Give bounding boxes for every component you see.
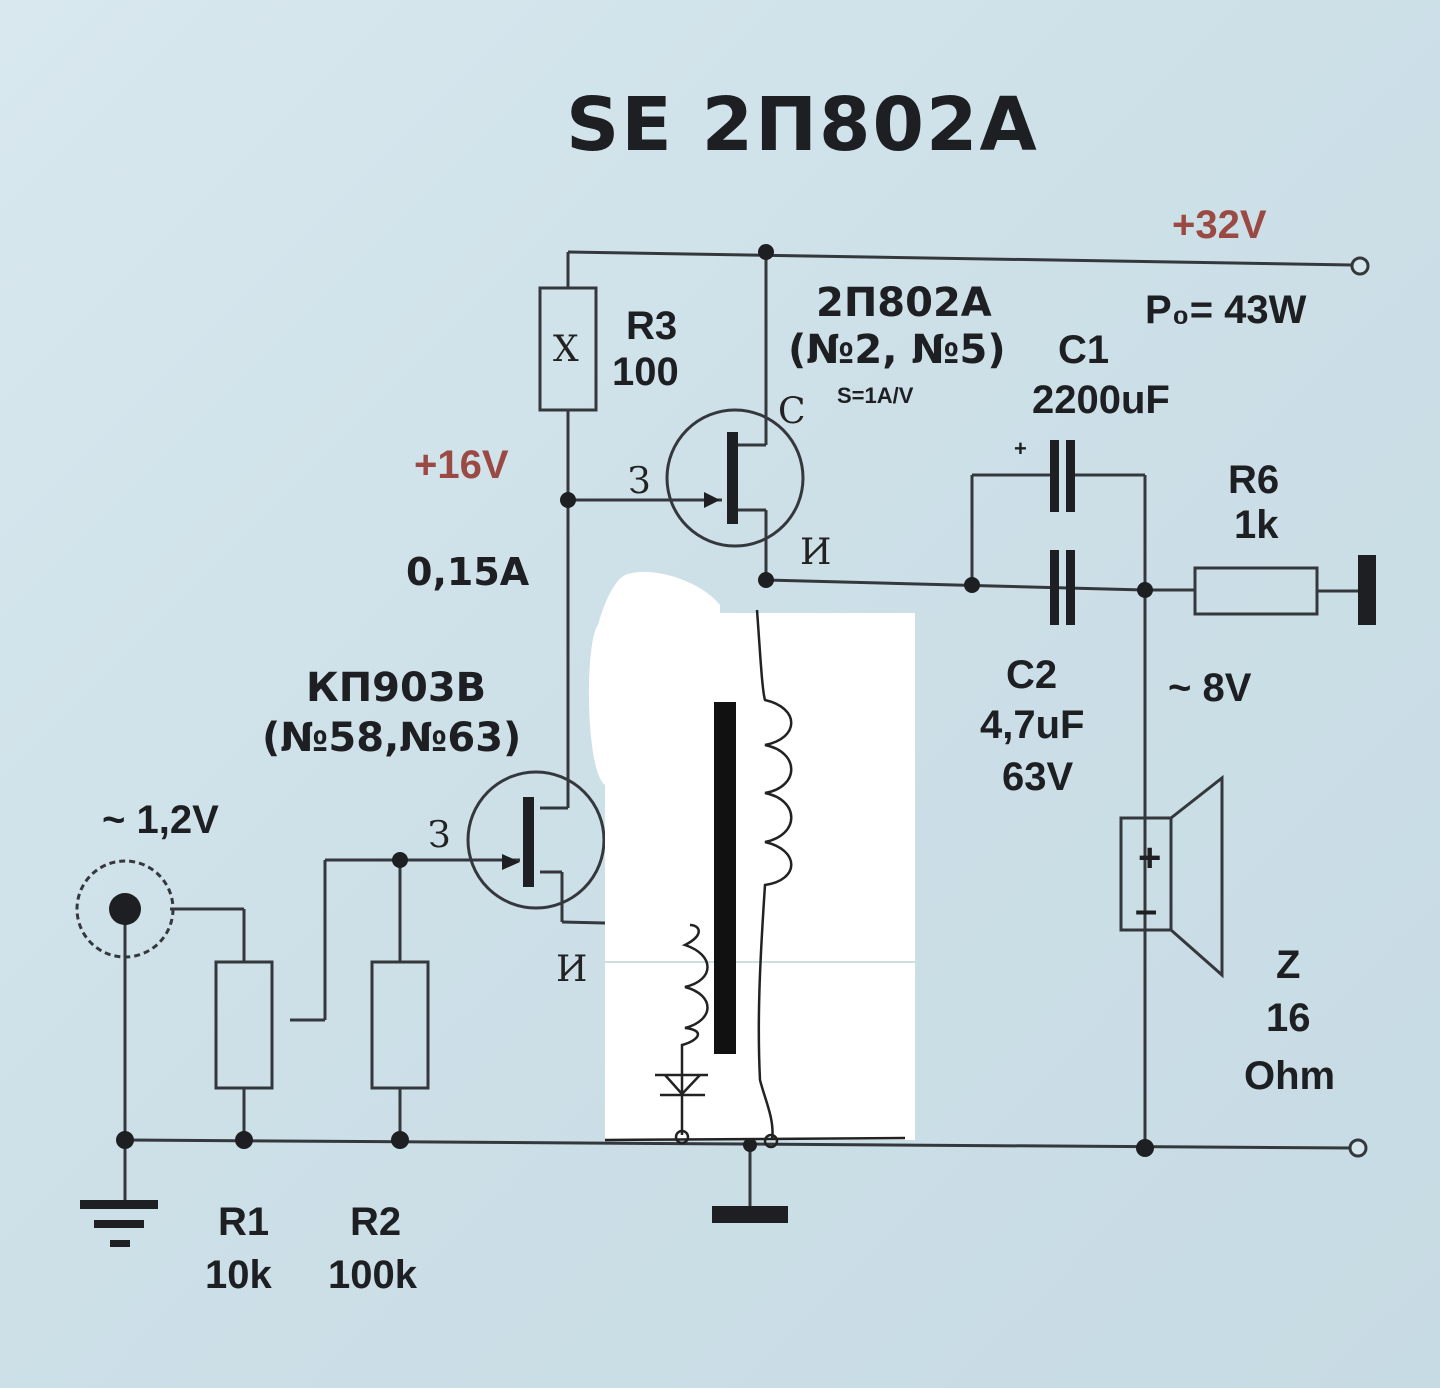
output-power-label: P₀= 43W — [1145, 288, 1307, 332]
q-input-body — [466, 770, 606, 910]
r1-name: R1 — [218, 1200, 270, 1244]
q-input-source-mark: И — [556, 949, 588, 990]
c1-polarity: + — [1014, 436, 1027, 461]
output-voltage-label: ~ 8V — [1168, 666, 1252, 710]
q-output-type: 2П802А — [816, 280, 992, 326]
r1-value: 10k — [205, 1253, 272, 1297]
q-output-param: S=1A/V — [837, 383, 914, 408]
ground-terminal — [1348, 1138, 1368, 1158]
output-wire — [765, 578, 1146, 592]
q-output-gate-mark: З — [628, 461, 651, 502]
speaker-minus: – — [1135, 888, 1158, 932]
c2-name: C2 — [1006, 653, 1058, 697]
c1-name: C1 — [1058, 328, 1110, 372]
supply-terminal — [1350, 256, 1370, 276]
r2-body — [370, 960, 430, 1090]
speaker-plus: + — [1138, 836, 1162, 880]
q-output-ids: (№2, №5) — [788, 327, 1006, 373]
diagram-title: SE 2П802А — [566, 82, 1039, 168]
ground-rail — [124, 1138, 1353, 1150]
speaker-name: Z — [1276, 943, 1301, 987]
q-output-body — [665, 408, 805, 548]
q-output-drain-mark: С — [778, 391, 806, 432]
speaker-body — [1119, 816, 1173, 932]
r2-name: R2 — [350, 1200, 402, 1244]
r2-value: 100k — [328, 1253, 417, 1297]
current-label: 0,15А — [406, 550, 530, 594]
r3-value: 100 — [612, 350, 679, 394]
r6-body — [1193, 566, 1319, 616]
r6-name: R6 — [1228, 458, 1280, 502]
r6-value: 1k — [1234, 503, 1279, 547]
supply-voltage-label: +32V — [1172, 203, 1267, 247]
speaker-cone — [1170, 774, 1224, 979]
handdrawn-patch — [588, 571, 915, 1149]
speaker-impedance: 16 — [1266, 996, 1311, 1040]
r1-body — [214, 960, 274, 1090]
r3-symbol: X — [553, 329, 579, 370]
q-output-source-mark: И — [800, 532, 832, 573]
q-input-type: КП903В — [306, 665, 487, 711]
r3-name: R3 — [626, 304, 678, 348]
transformer-core — [714, 702, 736, 1054]
supply-rail — [567, 250, 1353, 267]
q-input-ids: (№58,№63) — [262, 715, 522, 761]
input-voltage-label: ~ 1,2V — [102, 798, 219, 842]
c2-voltage: 63V — [1002, 755, 1074, 799]
mid-voltage-label: +16V — [414, 443, 509, 487]
c1-value: 2200uF — [1032, 378, 1170, 422]
q-input-gate-mark: З — [428, 815, 451, 856]
speaker-unit: Ohm — [1244, 1054, 1336, 1098]
c2-value: 4,7uF — [980, 703, 1085, 747]
